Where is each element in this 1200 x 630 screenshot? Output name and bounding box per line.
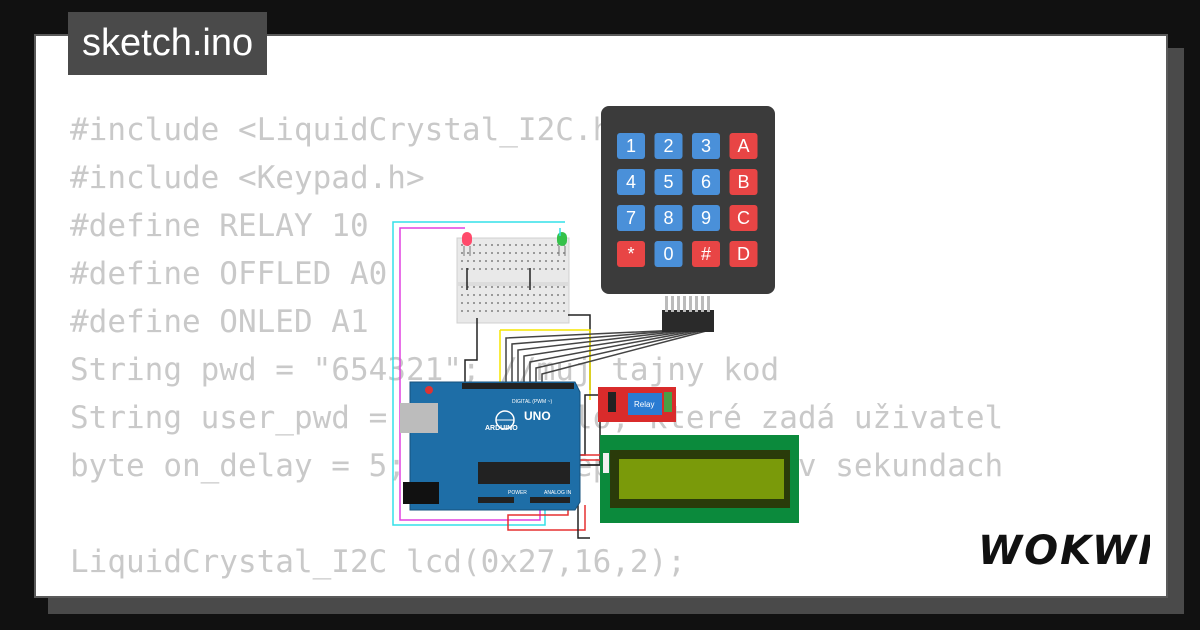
code-line: String pwd = "654321"; //muj tajny kod xyxy=(70,352,780,388)
code-line: const byte row = 4; //radky xyxy=(70,586,1003,596)
key-*[interactable]: * xyxy=(617,241,645,267)
key-label: 5 xyxy=(663,172,673,192)
digital-label: DIGITAL (PWM ~) xyxy=(512,399,552,405)
reset-button xyxy=(425,386,433,394)
key-4[interactable]: 4 xyxy=(617,169,645,195)
key-D[interactable]: D xyxy=(729,241,758,267)
key-label: 9 xyxy=(701,208,711,228)
key-label: 2 xyxy=(663,136,673,156)
key-label: 8 xyxy=(663,208,673,228)
power-jack xyxy=(403,482,439,504)
relay-label: Relay xyxy=(634,400,654,409)
arduino-uno: UNO ARDUINO DIGITAL (PWM ~) ANALOG IN PO… xyxy=(400,381,581,511)
key-A[interactable]: A xyxy=(729,133,758,159)
key-label: 1 xyxy=(626,136,636,156)
led-red xyxy=(462,232,472,256)
digital-header xyxy=(462,383,574,389)
key-label: * xyxy=(627,244,634,264)
analog-label: ANALOG IN xyxy=(544,490,572,496)
uno-label: UNO xyxy=(524,409,551,423)
key-label: C xyxy=(737,208,750,228)
key-label: 7 xyxy=(626,208,636,228)
code-line: #define ONLED A1 xyxy=(70,304,369,340)
key-label: D xyxy=(737,244,750,264)
power-label: POWER xyxy=(508,490,527,496)
keypad-connector xyxy=(662,310,714,332)
code-line: LiquidCrystal_I2C lcd(0x27,16,2); xyxy=(70,544,686,580)
key-8[interactable]: 8 xyxy=(654,205,683,231)
key-9[interactable]: 9 xyxy=(692,205,720,231)
key-5[interactable]: 5 xyxy=(654,169,683,195)
code-line: #define RELAY 10 xyxy=(70,208,369,244)
key-label: 3 xyxy=(701,136,711,156)
key-7[interactable]: 7 xyxy=(617,205,645,231)
code-line: #include <LiquidCrystal_I2C.h> xyxy=(70,112,630,148)
key-B[interactable]: B xyxy=(729,169,758,195)
keypad: 1 2 3 A 4 5 6 B 7 8 9 C * 0 # D xyxy=(601,106,775,332)
key-2[interactable]: 2 xyxy=(654,133,683,159)
wokwi-logo-text: WOKWI xyxy=(978,528,1150,574)
wokwi-logo: WOKWI xyxy=(978,528,1150,574)
key-label: 0 xyxy=(663,244,673,264)
key-label: 4 xyxy=(626,172,636,192)
key-label: B xyxy=(737,172,749,192)
key-#[interactable]: # xyxy=(692,241,720,267)
key-3[interactable]: 3 xyxy=(692,133,720,159)
key-C[interactable]: C xyxy=(729,205,758,231)
usb-port xyxy=(400,403,438,433)
key-label: # xyxy=(701,244,711,264)
key-6[interactable]: 6 xyxy=(692,169,720,195)
key-1[interactable]: 1 xyxy=(617,133,645,159)
key-label: 6 xyxy=(701,172,711,192)
breadboard xyxy=(456,237,570,324)
filename-tab: sketch.ino xyxy=(68,12,268,75)
lcd-display xyxy=(600,435,799,523)
code-line: #define OFFLED A0 xyxy=(70,256,388,292)
key-label: A xyxy=(737,136,749,156)
code-line: #include <Keypad.h> xyxy=(70,160,425,196)
atmega-chip xyxy=(478,462,570,484)
relay-module: Relay xyxy=(598,387,676,422)
key-0[interactable]: 0 xyxy=(654,241,683,267)
